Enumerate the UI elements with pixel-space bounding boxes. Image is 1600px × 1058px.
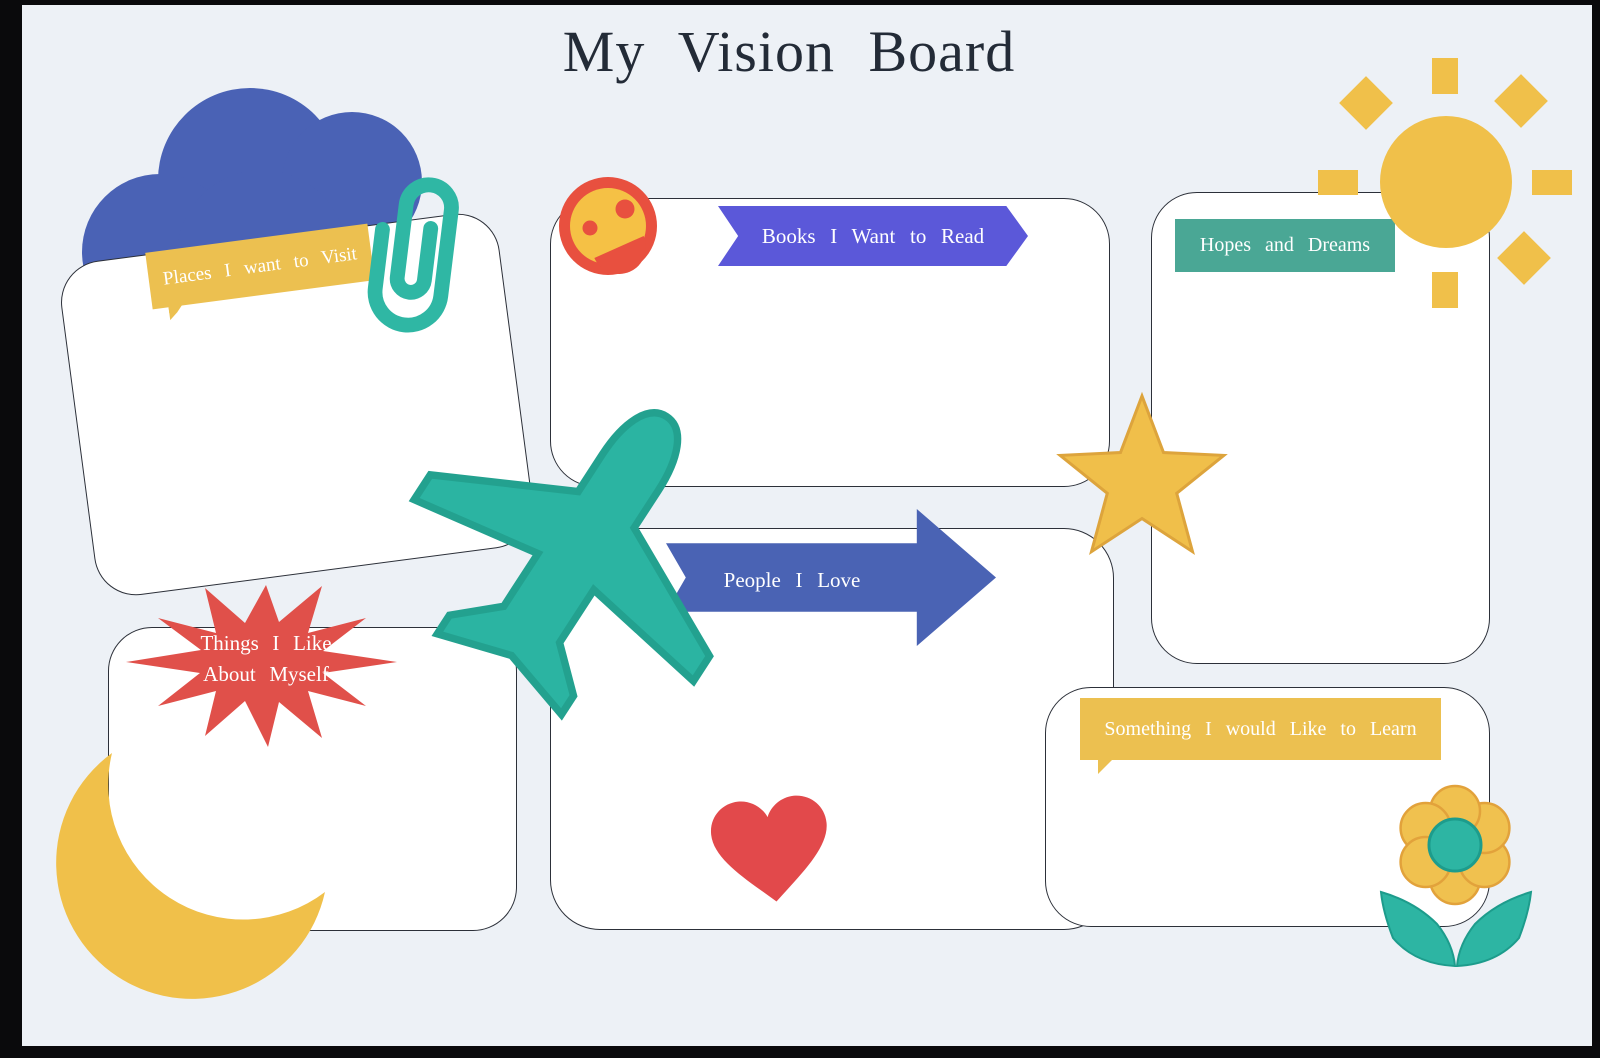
paperclip-icon[interactable]: [350, 163, 480, 345]
flower-icon[interactable]: [1375, 782, 1545, 972]
flower-shape: [1379, 784, 1533, 968]
things-starburst-label: Things I Like About Myself: [146, 628, 386, 690]
hopes-banner[interactable]: Hopes and Dreams: [1175, 219, 1395, 272]
star-icon[interactable]: [1054, 391, 1230, 570]
learn-banner[interactable]: Something I would Like to Learn: [1080, 698, 1441, 774]
people-arrow-label: People I Love: [723, 568, 861, 592]
crescent-moon-icon[interactable]: [50, 740, 340, 1015]
books-ribbon[interactable]: Books I Want to Read: [718, 206, 1028, 266]
moon-shape: [56, 753, 325, 999]
starburst-icon[interactable]: [118, 570, 408, 765]
things-label-line1: Things I Like: [200, 631, 332, 655]
sun-icon[interactable]: [1300, 50, 1592, 320]
smiley-shape: [559, 177, 657, 275]
airplane-icon[interactable]: [395, 365, 765, 735]
smiley-face-icon[interactable]: [559, 177, 657, 275]
places-banner-label: Places I want to Visit: [161, 242, 359, 290]
star-shape: [1056, 391, 1228, 556]
books-ribbon-label: Books I Want to Read: [761, 223, 985, 248]
paperclip-shape: [367, 177, 459, 333]
hopes-banner-label: Hopes and Dreams: [1199, 234, 1371, 256]
starburst-shape: [126, 585, 397, 747]
sun-shape: [1318, 58, 1572, 308]
things-label-line2: About Myself: [203, 662, 329, 686]
learn-banner-label: Something I would Like to Learn: [1104, 717, 1417, 740]
heart-shape: [711, 795, 827, 902]
airplane-shape: [408, 409, 714, 721]
board-title: My Vision Board: [562, 19, 1016, 84]
heart-icon[interactable]: [711, 795, 829, 904]
